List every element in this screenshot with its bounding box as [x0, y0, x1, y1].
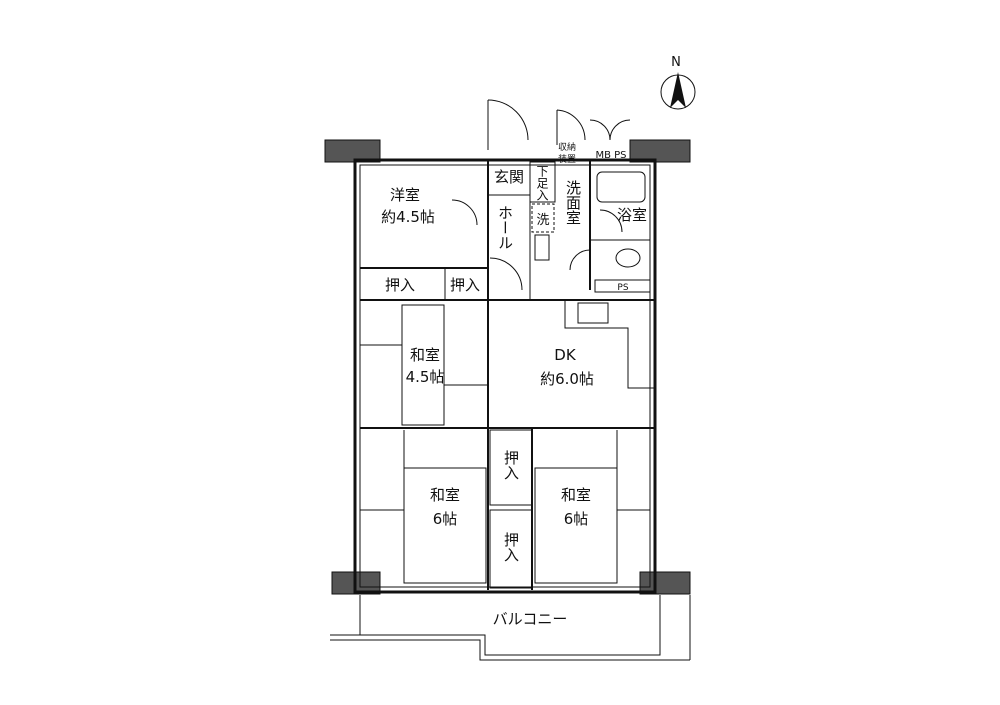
column-top-right — [629, 139, 691, 163]
japanese-room-1-size: 4.5帖 — [406, 368, 445, 386]
entrance-label: 玄関 — [494, 168, 524, 186]
ps-label: PS — [617, 283, 628, 293]
japanese-room-1-name: 和室 — [410, 346, 440, 364]
sink-icon — [534, 234, 550, 261]
japanese-room-2-name: 和室 — [430, 486, 460, 504]
hall-label: ホール — [496, 205, 514, 250]
north-compass-icon: N — [660, 55, 696, 110]
mbps-label: MB PS — [595, 150, 626, 161]
closet-label: 押入 — [502, 532, 520, 562]
dk-name: DK — [554, 346, 577, 364]
japanese-room-2-size: 6帖 — [433, 510, 458, 528]
japanese-room-3-name: 和室 — [561, 486, 591, 504]
balcony-label: バルコニー — [493, 610, 568, 628]
western-room-name: 洋室 — [390, 186, 420, 204]
compass-label: N — [671, 55, 681, 70]
bath-label: 浴室 — [617, 206, 647, 224]
washer-label: 洗 — [536, 213, 549, 228]
toilet-icon — [615, 248, 641, 268]
closet-label: 押入 — [385, 276, 415, 294]
walls — [330, 99, 691, 661]
storage-label: 収納 — [558, 141, 576, 153]
column-bottom-right — [639, 571, 691, 595]
shoe-cabinet-label: 下足入 — [535, 165, 549, 201]
washroom-label: 洗面室 — [564, 180, 582, 225]
closet-label: 押入 — [450, 276, 480, 294]
column-top-left — [324, 139, 381, 163]
western-room-size: 約4.5帖 — [381, 208, 435, 226]
storage-label-2: 装置 — [558, 153, 576, 165]
kitchen-sink-icon — [577, 302, 609, 324]
japanese-room-3-size: 6帖 — [564, 510, 589, 528]
dk-size: 約6.0帖 — [540, 370, 594, 388]
bathtub-icon — [596, 171, 646, 203]
closet-label: 押入 — [502, 450, 520, 480]
